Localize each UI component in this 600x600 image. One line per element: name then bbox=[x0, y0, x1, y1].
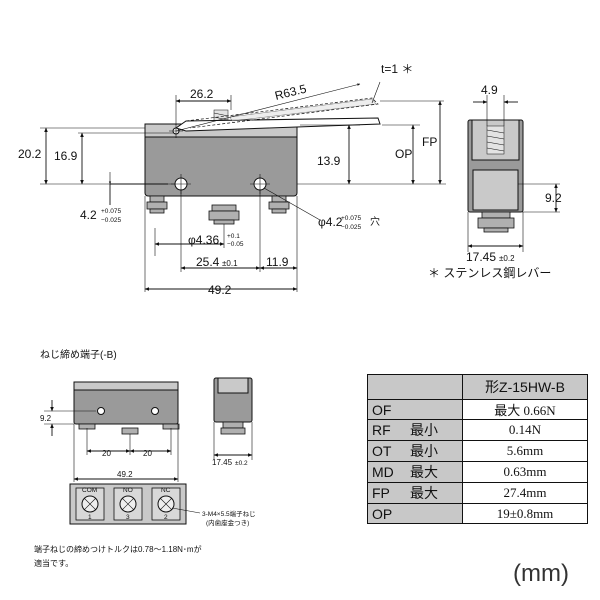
spec-row: OP 19±0.8mm bbox=[367, 503, 588, 524]
side-terminal bbox=[477, 211, 515, 233]
spec-key: OF bbox=[372, 401, 392, 418]
dim-16-9: 16.9 bbox=[54, 149, 78, 163]
front-terminal-left bbox=[146, 195, 168, 214]
unit-label: (mm) bbox=[513, 560, 569, 587]
dim-fp: FP bbox=[422, 135, 437, 149]
dim-hole-small-tol-up: +0.075 bbox=[101, 208, 121, 215]
spec-row: RF 最小 0.14N bbox=[367, 419, 588, 441]
spec-qualifier: 最大 bbox=[410, 464, 438, 480]
terminal-no: NO 3 bbox=[113, 487, 143, 521]
dim-hole-mid: φ4.36 bbox=[188, 233, 219, 247]
dim-49-2: 49.2 bbox=[208, 283, 232, 297]
spec-value: 0.63mm bbox=[462, 461, 588, 483]
spec-key: MD bbox=[372, 464, 394, 480]
terminal-dim-20-a: 20 bbox=[102, 449, 111, 458]
dim-hole-mid-tol-down: −0.05 bbox=[227, 241, 244, 248]
screw-terminal-section: ねじ締め端子(-B) 9.2 20 20 49.2 17. bbox=[34, 348, 256, 568]
spec-key: RF bbox=[372, 422, 391, 438]
dim-op: OP bbox=[395, 147, 412, 161]
spec-value: 27.4mm bbox=[462, 482, 588, 504]
dim-hole-small-tol-down: −0.025 bbox=[101, 217, 121, 224]
terminal-dim-20-b: 20 bbox=[143, 449, 152, 458]
spec-table-header-row: 形Z-15HW-B bbox=[367, 374, 588, 400]
dim-hole-mid-tol-up: +0.1 bbox=[227, 233, 240, 240]
dim-25-4-tol: ±0.1 bbox=[222, 259, 238, 268]
dim-13-9: 13.9 bbox=[317, 154, 341, 168]
terminal-dim-49-2: 49.2 bbox=[117, 470, 133, 479]
front-terminal-right bbox=[268, 195, 290, 214]
spec-key: OP bbox=[372, 505, 393, 522]
screw-note-line-1: 3-M4×5.5端子ねじ bbox=[202, 509, 256, 518]
dim-hole-small: 4.2 bbox=[80, 208, 97, 222]
dim-hole-right: φ4.2 bbox=[318, 215, 343, 229]
front-view: 26.2 R63.5 t=1 ＊ 20.2 16.9 13.9 OP FP 4.… bbox=[18, 62, 446, 297]
spec-value: 19±0.8mm bbox=[462, 503, 588, 524]
side-dim-17-45-tol: ±0.2 bbox=[499, 254, 515, 263]
terminal-com: COM 1 bbox=[75, 487, 105, 521]
terminal-side-dim-17-45: 17.45 bbox=[212, 458, 233, 467]
spec-table: 形Z-15HW-B OF 最大 0.66N RF 最小 0.14N OT 最小 5.… bbox=[367, 374, 588, 524]
screw-note-line-2: (内歯座金つき) bbox=[206, 518, 249, 527]
dim-20-2: 20.2 bbox=[18, 147, 42, 161]
lever-free-position bbox=[185, 97, 379, 129]
terminal-label-com: COM bbox=[82, 487, 97, 494]
terminal-dim-9-2: 9.2 bbox=[40, 414, 52, 423]
lever bbox=[174, 117, 381, 132]
dim-hole-right-tol-up: +0.075 bbox=[341, 215, 361, 222]
dim-hole-right-suffix: 穴 bbox=[370, 215, 380, 228]
terminal-number-2: 2 bbox=[164, 514, 168, 521]
spec-value: 5.6mm bbox=[462, 440, 588, 462]
screw-terminal-heading: ねじ締め端子(-B) bbox=[40, 348, 117, 361]
spec-qualifier: 最小 bbox=[410, 443, 438, 459]
terminal-side-dim-17-45-tol: ±0.2 bbox=[235, 460, 248, 467]
spec-row: OF 最大 0.66N bbox=[367, 399, 588, 420]
dim-r63-5: R63.5 bbox=[273, 82, 308, 103]
spec-row: OT 最小 5.6mm bbox=[367, 440, 588, 462]
spec-value: 最大 0.66N bbox=[462, 399, 588, 420]
spec-key: FP bbox=[372, 485, 390, 501]
spec-row: MD 最大 0.63mm bbox=[367, 461, 588, 483]
dim-25-4: 25.4 bbox=[196, 255, 220, 269]
spec-key: OT bbox=[372, 443, 392, 459]
dim-26-2: 26.2 bbox=[190, 87, 214, 101]
spec-value: 0.14N bbox=[462, 419, 588, 441]
dim-t1: t=1 ＊ bbox=[381, 62, 413, 76]
torque-note-line-2: 適当です。 bbox=[34, 558, 73, 568]
terminal-nc: NC 2 bbox=[151, 487, 181, 521]
spec-qualifier: 最大 bbox=[410, 485, 438, 501]
dim-11-9: 11.9 bbox=[266, 255, 289, 269]
terminal-number-1: 1 bbox=[88, 514, 92, 521]
dim-hole-right-tol-down: −0.025 bbox=[341, 224, 361, 231]
side-dim-4-9: 4.9 bbox=[481, 83, 498, 97]
terminal-number-3: 3 bbox=[126, 514, 130, 521]
spec-header-blank bbox=[367, 374, 463, 400]
side-dim-17-45: 17.45 bbox=[466, 250, 496, 264]
front-terminal-middle bbox=[208, 204, 240, 225]
spec-qualifier: 最小 bbox=[410, 422, 438, 438]
terminal-label-nc: NC bbox=[161, 487, 171, 494]
stainless-lever-note: ＊ ステンレス鋼レバー bbox=[428, 266, 551, 280]
torque-note-line-1: 端子ねじの締めつけトルクは0.78～1.18N･mが bbox=[34, 544, 202, 554]
side-dim-9-2: 9.2 bbox=[545, 191, 562, 205]
side-view: 4.9 9.2 17.45 ±0.2 ＊ ステンレス鋼レバー bbox=[428, 83, 562, 280]
spec-model-header: 形Z-15HW-B bbox=[462, 374, 588, 400]
spec-row: FP 最大 27.4mm bbox=[367, 482, 588, 504]
terminal-label-no: NO bbox=[123, 487, 133, 494]
